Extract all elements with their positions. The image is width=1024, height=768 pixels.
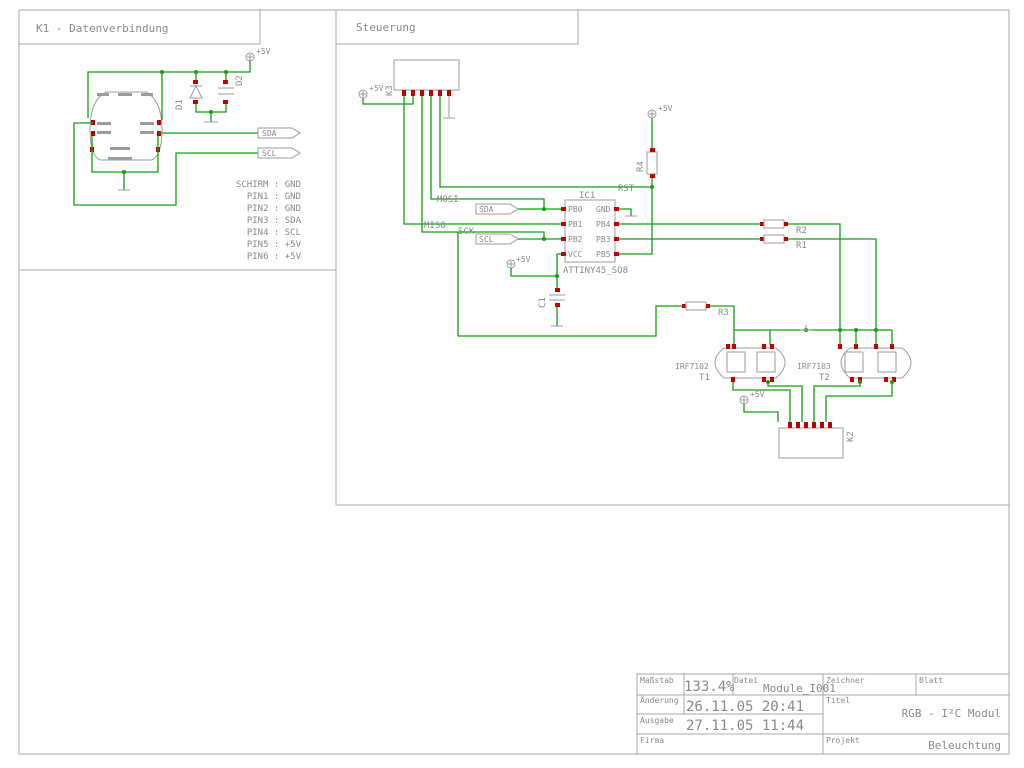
pin-table: SCHIRM : GND PIN1 : GND PIN2 : GND PIN3 … — [236, 180, 302, 262]
r4-label: R4 — [636, 161, 646, 172]
miso-label: MISO — [424, 221, 446, 231]
sheet-frames — [18, 9, 1010, 755]
t1-type-label: IRF7102 — [675, 362, 709, 371]
ic1-pin-label: PB0 — [568, 205, 583, 214]
r3-resistor — [685, 301, 707, 311]
k2-label: K2 — [846, 431, 856, 442]
r4-vcc-label: +5V — [658, 104, 673, 113]
vcc-symbol-icon — [245, 52, 255, 62]
c1-capacitor-icon — [549, 294, 565, 301]
k3-label: K3 — [385, 85, 395, 96]
k1-vcc-label: +5V — [256, 47, 271, 56]
r1-label: R1 — [796, 241, 807, 251]
title-block — [636, 673, 1010, 755]
r3-label: R3 — [718, 308, 729, 318]
k3-connector — [393, 59, 460, 91]
firma-label: Firma — [640, 736, 664, 745]
datei-value: Module_I001 — [763, 682, 836, 695]
pin-table-row: PIN2 : GND — [247, 204, 301, 214]
r4-resistor — [646, 151, 658, 175]
k2-pins — [788, 422, 832, 428]
blatt-label: Blatt — [919, 676, 943, 685]
t2-type-label: IRF7103 — [797, 362, 831, 371]
scl-net-flag — [475, 233, 519, 245]
ic1-pins — [561, 207, 619, 256]
pin-table-row: PIN3 : SDA — [247, 216, 302, 226]
r2-resistor — [763, 219, 785, 229]
scl-net-flag — [257, 147, 301, 159]
pin-table-row: PIN4 : SCL — [247, 228, 301, 238]
k1-scl-label: SCL — [262, 149, 277, 158]
d1-label: D1 — [175, 99, 185, 110]
projekt-label: Projekt — [826, 736, 860, 745]
t2-label: T2 — [819, 373, 830, 383]
sck-label: SCK — [458, 227, 475, 237]
ctrl-sda-label: SDA — [479, 205, 494, 214]
ic1-part-name: ATTINY45_SO8 — [563, 266, 628, 276]
sda-net-flag — [257, 127, 301, 139]
mosi-label: MOSI — [437, 195, 459, 205]
k2-vcc-label: +5V — [750, 390, 765, 399]
titel-value: RGB - I²C Modul — [902, 707, 1001, 720]
projekt-value: Beleuchtung — [928, 739, 1001, 752]
ausgabe-label: Ausgabe — [640, 716, 674, 725]
ic1-pin-label: GND — [596, 205, 611, 214]
c1-label: C1 — [538, 297, 548, 308]
steuerung-frame — [335, 9, 1010, 506]
ausgabe-value: 27.11.05 11:44 — [686, 718, 804, 734]
t1-label: T1 — [699, 373, 710, 383]
ground-icon — [800, 325, 812, 331]
d1-diode-icon — [189, 80, 203, 104]
aenderung-label: Änderung — [640, 695, 679, 705]
t2-mosfet — [838, 344, 912, 382]
zeichner-label: Zeichner — [826, 676, 865, 685]
k1-sda-label: SDA — [262, 129, 277, 138]
pin-table-row: PIN5 : +5V — [247, 240, 302, 250]
pin-table-row: SCHIRM : GND — [236, 180, 301, 190]
ground-icon — [443, 96, 455, 119]
k2-connector — [778, 427, 844, 459]
massstab-label: Maßstab — [640, 676, 674, 685]
steuerung-frame-title: Steuerung — [356, 21, 416, 34]
d2-label: D2 — [235, 75, 245, 86]
r2-label: R2 — [796, 226, 807, 236]
rst-label: RST — [618, 184, 635, 194]
ic1-pin-label: PB3 — [596, 235, 611, 244]
ic1-pin-label: PB1 — [568, 220, 583, 229]
c1-vcc-label: +5V — [516, 255, 531, 264]
r1-resistor — [763, 234, 785, 244]
k3-vcc-label: +5V — [369, 84, 384, 93]
ic1-chip — [564, 199, 616, 263]
sda-net-flag — [475, 203, 519, 215]
ic1-pin-label: PB4 — [596, 220, 611, 229]
aenderung-value: 26.11.05 20:41 — [686, 699, 804, 715]
ic1-pin-label: VCC — [568, 250, 583, 259]
ic1-pin-label: PB2 — [568, 235, 583, 244]
massstab-value: 133.4% — [684, 679, 735, 695]
k1-title-box — [18, 9, 261, 45]
ctrl-scl-label: SCL — [479, 235, 494, 244]
ic1-label: IC1 — [579, 191, 595, 201]
pin-table-row: PIN1 : GND — [247, 192, 301, 202]
ic1-pin-label: PB5 — [596, 250, 611, 259]
titel-label: Titel — [826, 696, 850, 705]
d2-component-icon — [218, 80, 234, 104]
k1-connector — [89, 91, 163, 161]
t1-mosfet — [714, 344, 786, 382]
k1-frame-title: K1 - Datenverbindung — [36, 22, 168, 35]
datei-label: Datei — [734, 676, 758, 685]
steuerung-title-box — [335, 9, 579, 45]
k3-pins — [402, 90, 451, 96]
pin-table-row: PIN6 : +5V — [247, 252, 302, 262]
